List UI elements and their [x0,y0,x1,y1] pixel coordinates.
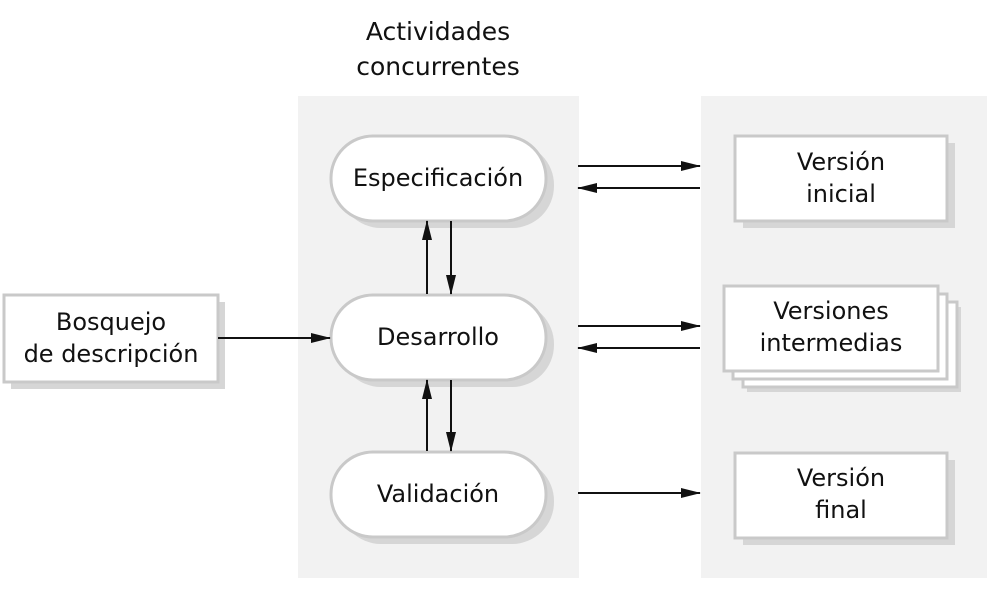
title-line-1: Actividades [366,17,510,46]
specification-node [329,134,548,223]
initial-version-line-2: inicial [806,180,876,208]
final-version-line-1: Versión [797,464,885,492]
final-version-box [733,451,949,540]
final-version-line-2: final [815,496,867,524]
development-label: Desarrollo [377,323,499,351]
validation-label: Validación [377,480,499,508]
specification-label: Especificación [353,164,523,192]
development-node [329,293,548,382]
input-box-line-2: de descripción [24,340,199,368]
intermediate-version-line-1: Versiones [773,297,889,325]
intermediate-version-front [722,284,940,373]
validation-node [329,450,548,539]
input-box-line-1: Bosquejo [56,308,166,336]
initial-version-line-1: Versión [797,148,885,176]
initial-version-box [733,134,949,223]
intermediate-version-line-2: intermedias [760,329,903,357]
title-line-2: concurrentes [356,52,519,81]
